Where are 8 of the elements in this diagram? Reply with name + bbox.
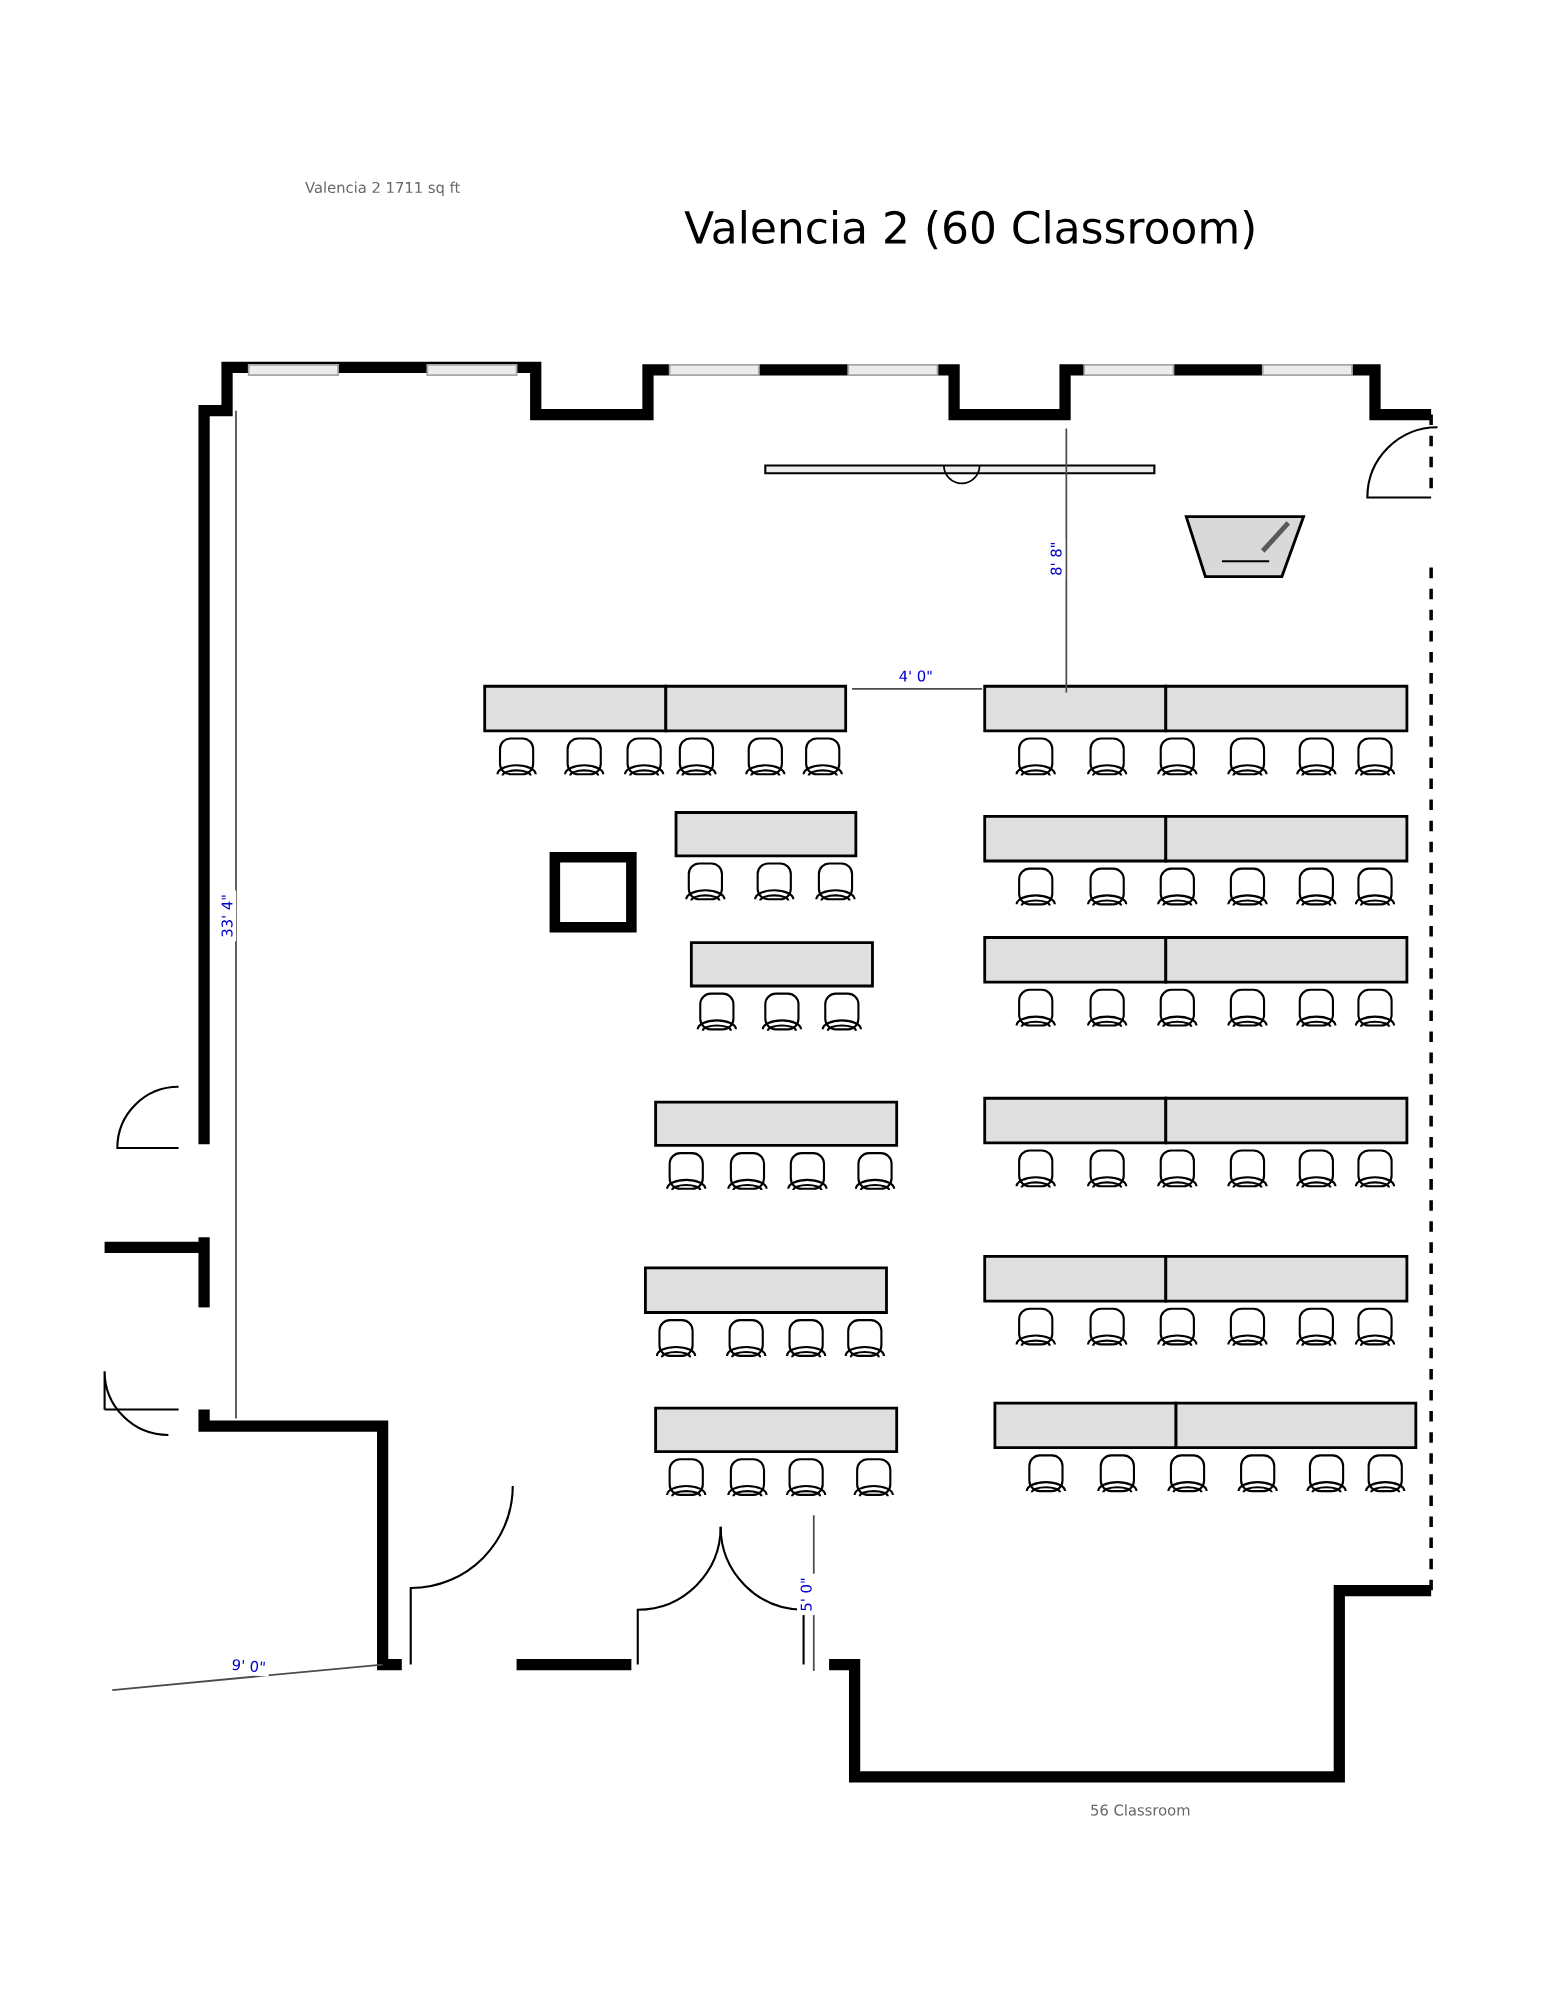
dimension-label: 5' 0" [800, 1578, 812, 1611]
title: Valencia 2 (60 Classroom) [684, 210, 1254, 250]
dimension-label: 8' 8" [1050, 543, 1062, 575]
room-label: 56 Classroom [1091, 1804, 1190, 1816]
dimension-label: 33' 4" [221, 895, 233, 937]
dimension-label: 9' 0" [232, 1659, 266, 1672]
area-label: Valencia 2 1711 sq ft [305, 181, 461, 196]
dimension-label: 4' 0" [899, 670, 932, 682]
